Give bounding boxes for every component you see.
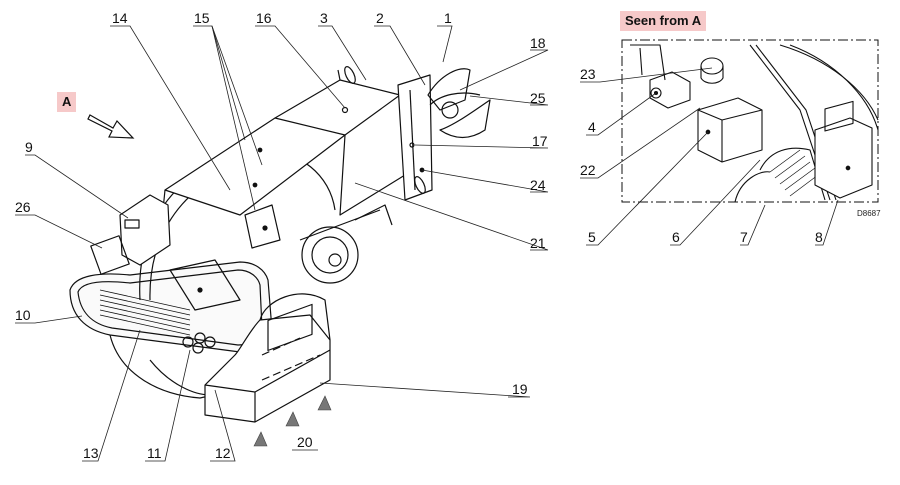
callout-8: 8: [815, 229, 823, 245]
callout-26: 26: [15, 199, 31, 215]
callout-10: 10: [15, 307, 31, 323]
drawing-code: D8687: [857, 209, 881, 218]
callout-9: 9: [25, 139, 33, 155]
pyramid-icon: [285, 411, 300, 427]
burner-body: [69, 66, 491, 423]
support-pyramid-icons: [253, 395, 332, 447]
callout-6: 6: [672, 229, 680, 245]
callout-16: 16: [256, 10, 272, 26]
callout-20: 20: [297, 434, 313, 450]
callout-1: 1: [444, 10, 452, 26]
detail-leader-lines: [580, 67, 839, 246]
callout-17: 17: [532, 133, 548, 149]
callout-2: 2: [376, 10, 384, 26]
detail-view-title: Seen from A: [620, 11, 707, 31]
view-a-marker: A: [57, 92, 77, 112]
leader-lines: [15, 25, 549, 462]
callout-7: 7: [740, 229, 748, 245]
pyramid-icon: [317, 395, 332, 411]
callout-15: 15: [194, 10, 210, 26]
view-direction-arrow-icon: [87, 114, 135, 139]
callout-22: 22: [580, 162, 596, 178]
detail-view-drawing: [630, 44, 879, 203]
callout-23: 23: [580, 66, 596, 82]
callout-25: 25: [530, 90, 546, 106]
callout-4: 4: [588, 119, 596, 135]
callout-13: 13: [83, 445, 99, 461]
callout-18: 18: [530, 35, 546, 51]
callout-21: 21: [530, 235, 546, 251]
callout-12: 12: [215, 445, 231, 461]
callout-14: 14: [112, 10, 128, 26]
callout-11: 11: [147, 445, 162, 461]
callout-19: 19: [512, 381, 528, 397]
callout-5: 5: [588, 229, 596, 245]
callout-24: 24: [530, 177, 546, 193]
pyramid-icon: [253, 431, 268, 447]
detail-view-frame: [621, 39, 879, 203]
callout-3: 3: [320, 10, 328, 26]
